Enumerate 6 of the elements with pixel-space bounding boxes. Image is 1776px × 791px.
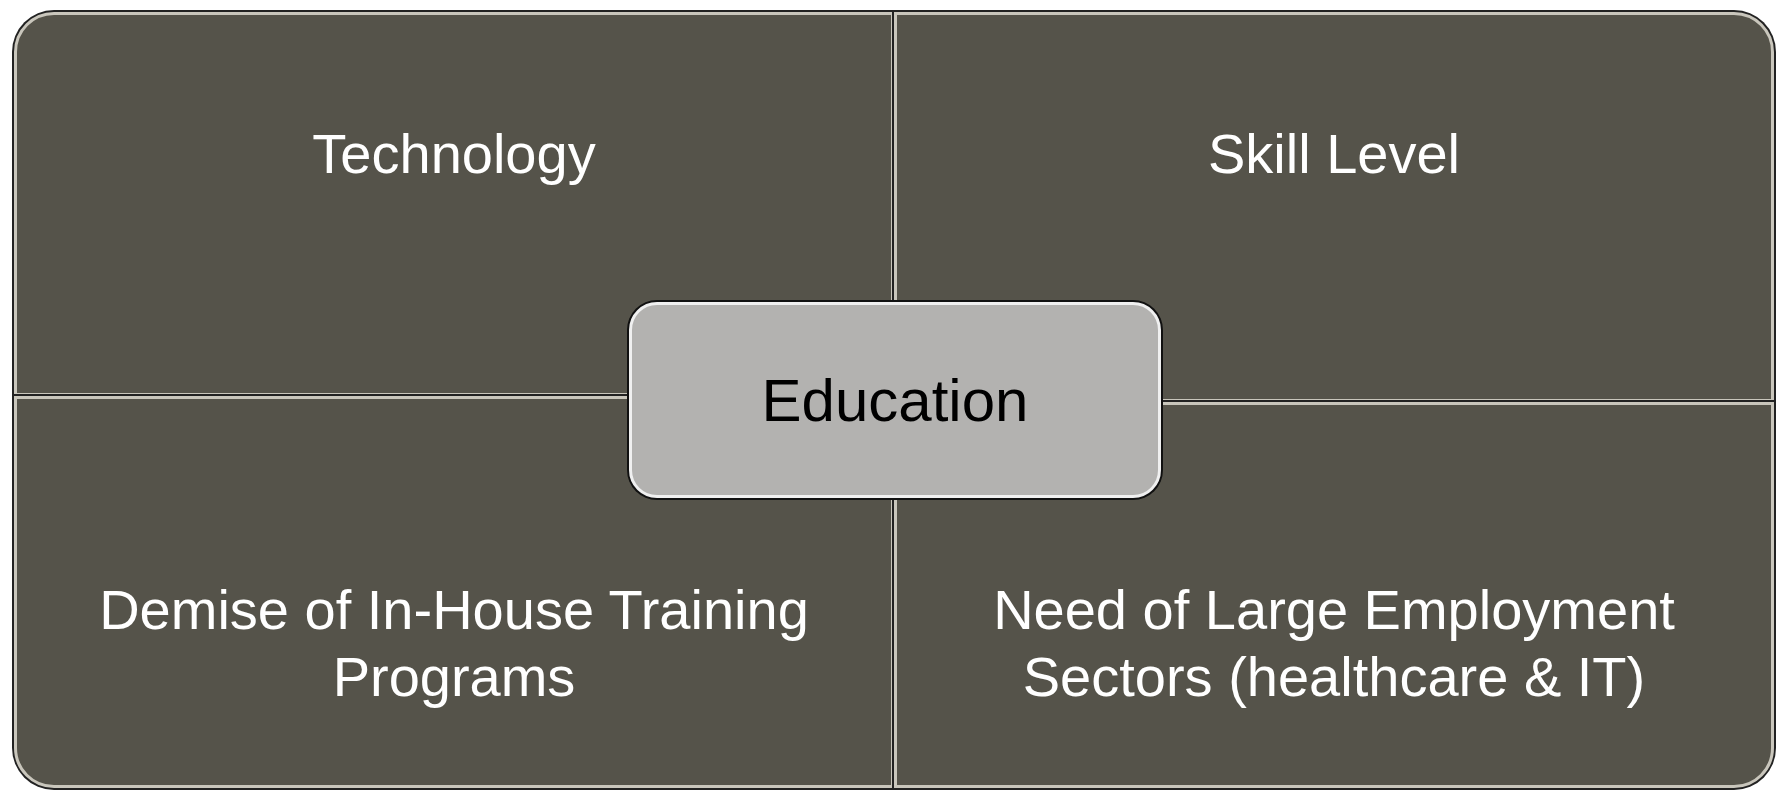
- center-label: Education: [761, 365, 1029, 435]
- quadrant-label: Technology: [312, 121, 596, 187]
- quadrant-label: Skill Level: [1207, 121, 1461, 187]
- center-box: [629, 302, 1161, 498]
- quadrant-label: Demise of In-House Training Programs: [98, 576, 810, 710]
- quadrant-label: Need of Large Employment Sectors (healthcare & IT): [992, 576, 1676, 710]
